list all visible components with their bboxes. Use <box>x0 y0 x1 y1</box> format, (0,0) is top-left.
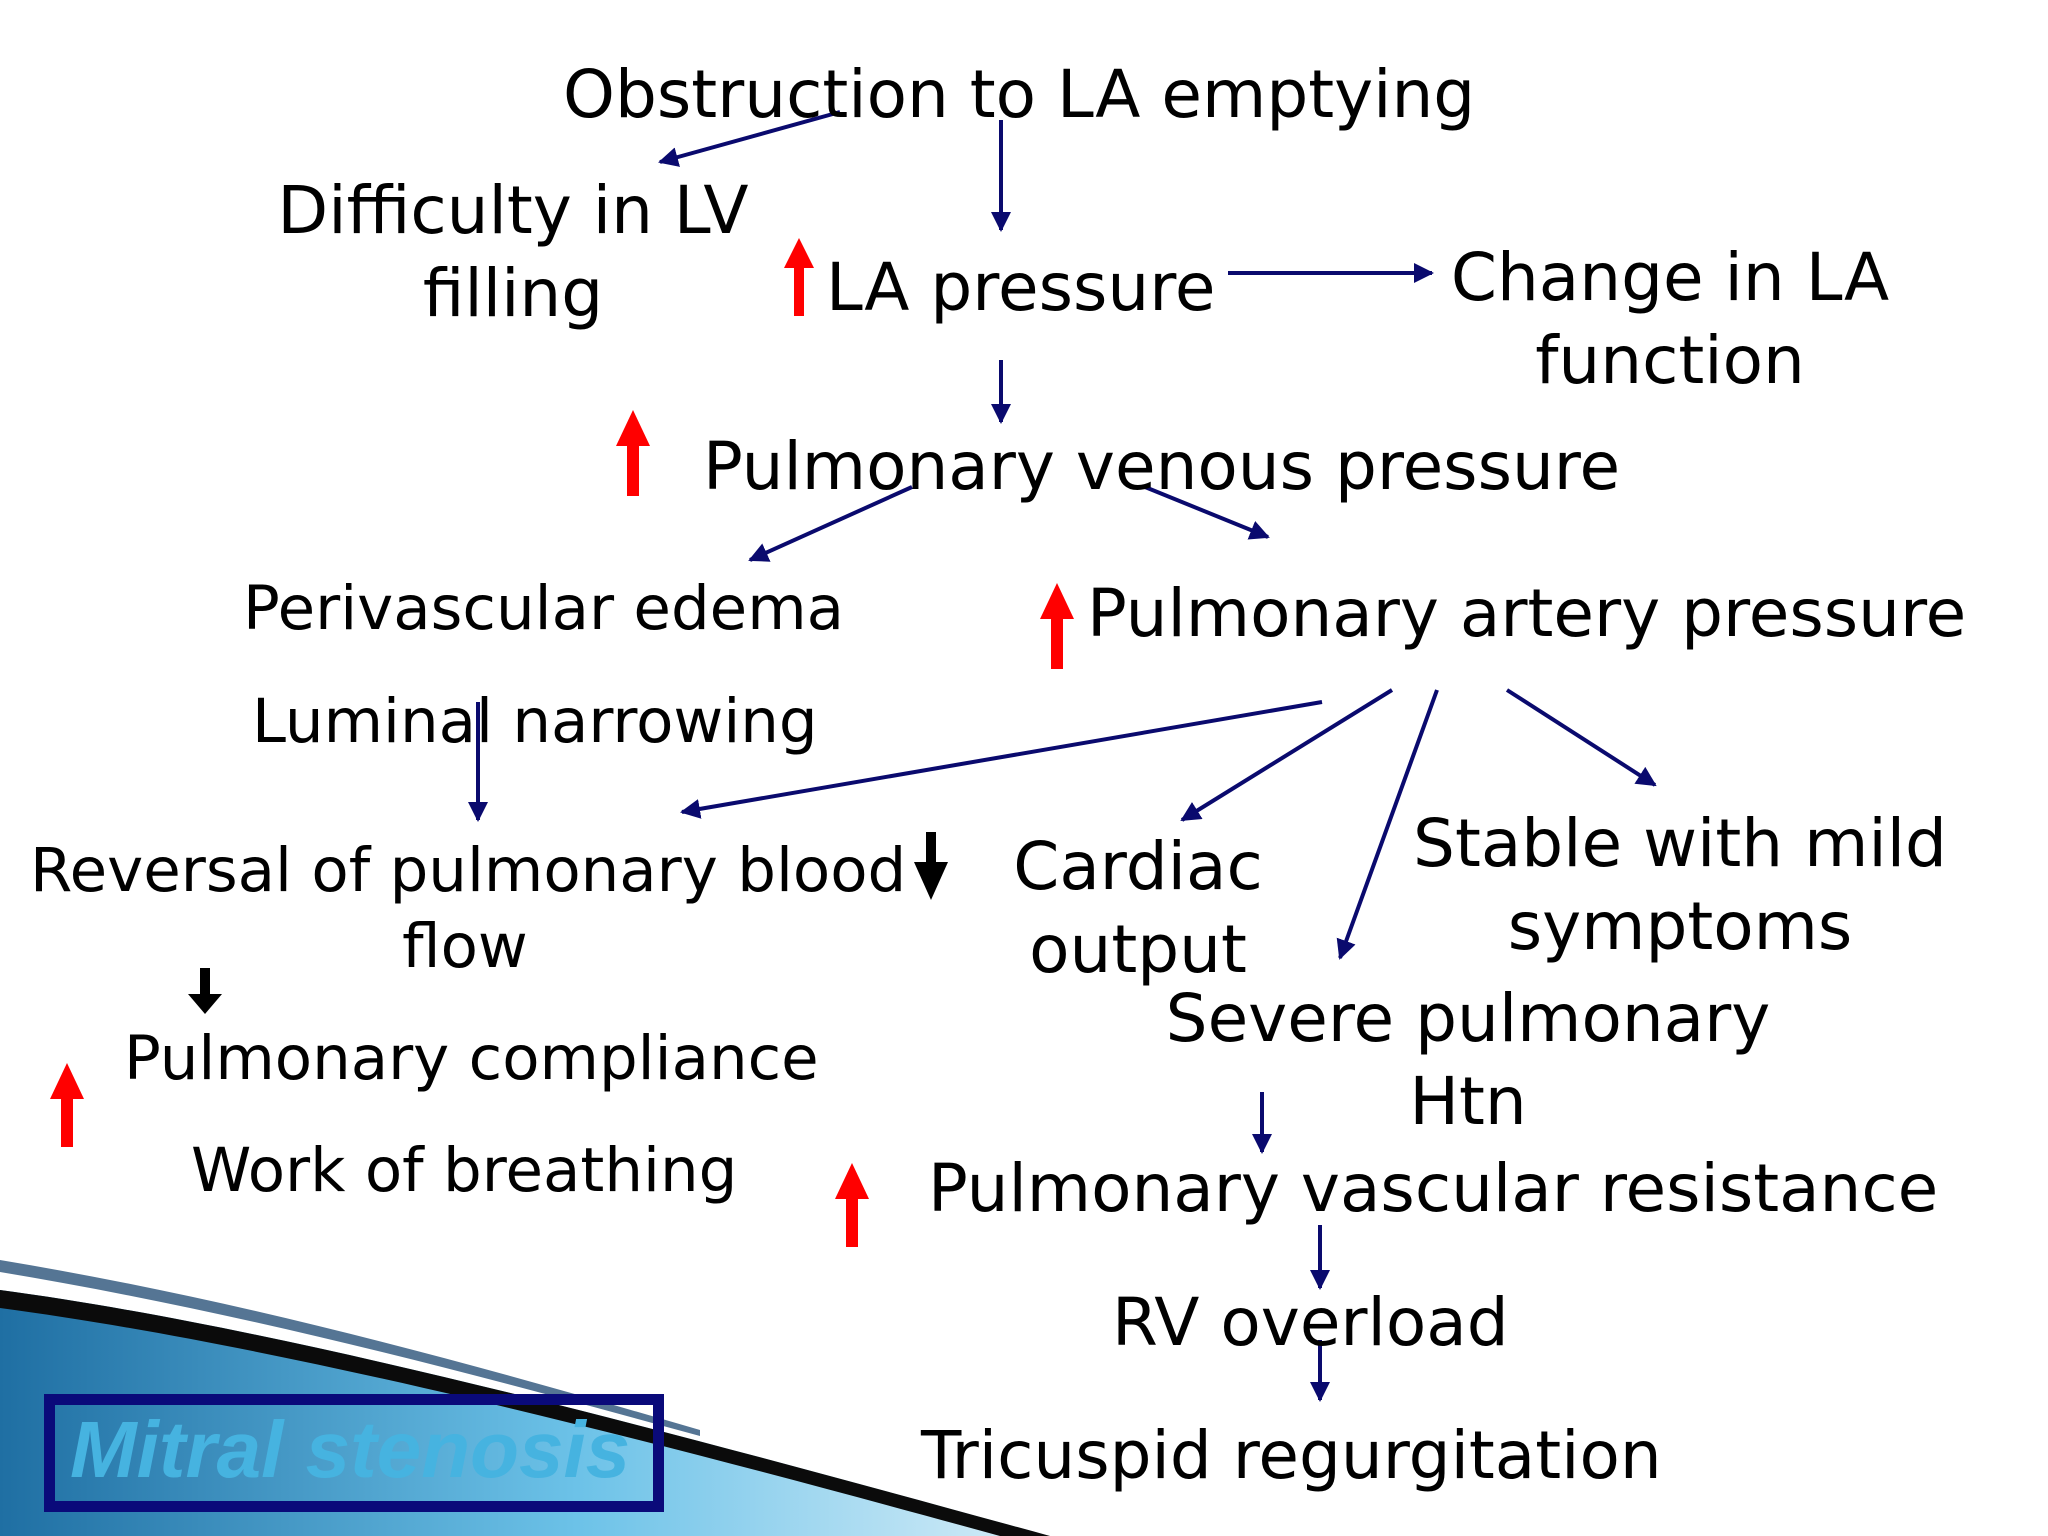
node-pulmonary-venous-pressure: Pulmonary venous pressure <box>703 428 1621 505</box>
node-stable-line-1: Stable with mild <box>1413 805 1947 882</box>
node-cardiac-line-2: output <box>1029 910 1247 988</box>
red-up-arrow-icon <box>784 238 814 316</box>
node-cardiac-output: Cardiac output <box>1000 826 1276 991</box>
arrow-pulm-artery-to-reversal <box>680 700 1323 819</box>
arrow-pulm-artery-to-severe <box>1336 689 1439 960</box>
node-stable-line-2: symptoms <box>1507 887 1853 965</box>
footer-label: Mitral stenosis <box>70 1405 631 1494</box>
node-la-function-line-2: function <box>1535 321 1805 399</box>
node-tricuspid-regurgitation: Tricuspid regurgitation <box>921 1417 1662 1494</box>
node-reversal-line-2: flow <box>402 911 528 983</box>
node-lv-filling: Difficulty in LV filling <box>268 170 758 335</box>
arrow-pulm-artery-to-cardiac <box>1180 688 1394 822</box>
node-cardiac-line-1: Cardiac <box>1013 828 1263 905</box>
red-up-arrow-icon <box>1040 583 1074 669</box>
arrow-pulm-venous-to-perivascular <box>748 485 913 562</box>
arrow-obstruction-to-lv-filling <box>658 110 841 167</box>
node-pulmonary-artery-pressure: Pulmonary artery pressure <box>1087 575 1967 652</box>
node-la-pressure: LA pressure <box>826 249 1216 326</box>
node-la-function-line-1: Change in LA <box>1450 239 1890 316</box>
node-lv-filling-line-1: Difficulty in LV <box>277 172 749 249</box>
node-work-of-breathing: Work of breathing <box>191 1135 738 1206</box>
node-severe-pulmonary-htn: Severe pulmonary Htn <box>1163 978 1773 1143</box>
red-up-arrow-icon <box>616 410 650 496</box>
red-up-arrow-icon <box>835 1163 869 1247</box>
black-down-arrow-icon <box>914 832 948 900</box>
node-la-function: Change in LA function <box>1446 237 1894 402</box>
node-reversal-blood-flow: Reversal of pulmonary blood flow <box>30 833 907 986</box>
node-reversal-line-1: Reversal of pulmonary blood <box>30 835 907 906</box>
footer-label-box <box>44 1394 664 1512</box>
node-perivascular-edema: Perivascular edema <box>243 573 845 644</box>
node-lv-filling-line-2: filling <box>422 254 604 332</box>
red-up-arrow-icon <box>50 1063 84 1147</box>
node-stable-mild-symptoms: Stable with mild symptoms <box>1400 803 1960 968</box>
node-severe-line-1: Severe pulmonary <box>1165 980 1771 1057</box>
node-severe-line-2: Htn <box>1409 1062 1527 1140</box>
node-pulmonary-compliance: Pulmonary compliance <box>124 1023 819 1094</box>
node-rv-overload: RV overload <box>1112 1284 1509 1361</box>
black-down-arrow-icon <box>188 968 222 1014</box>
node-luminal-narrowing: Luminal narrowing <box>252 686 818 757</box>
arrow-pulm-venous-to-pulm-artery <box>1144 485 1270 540</box>
node-obstruction: Obstruction to LA emptying <box>563 56 1476 133</box>
node-pulmonary-vascular-resistance: Pulmonary vascular resistance <box>928 1150 1939 1227</box>
arrow-pulm-artery-to-stable <box>1505 688 1657 787</box>
